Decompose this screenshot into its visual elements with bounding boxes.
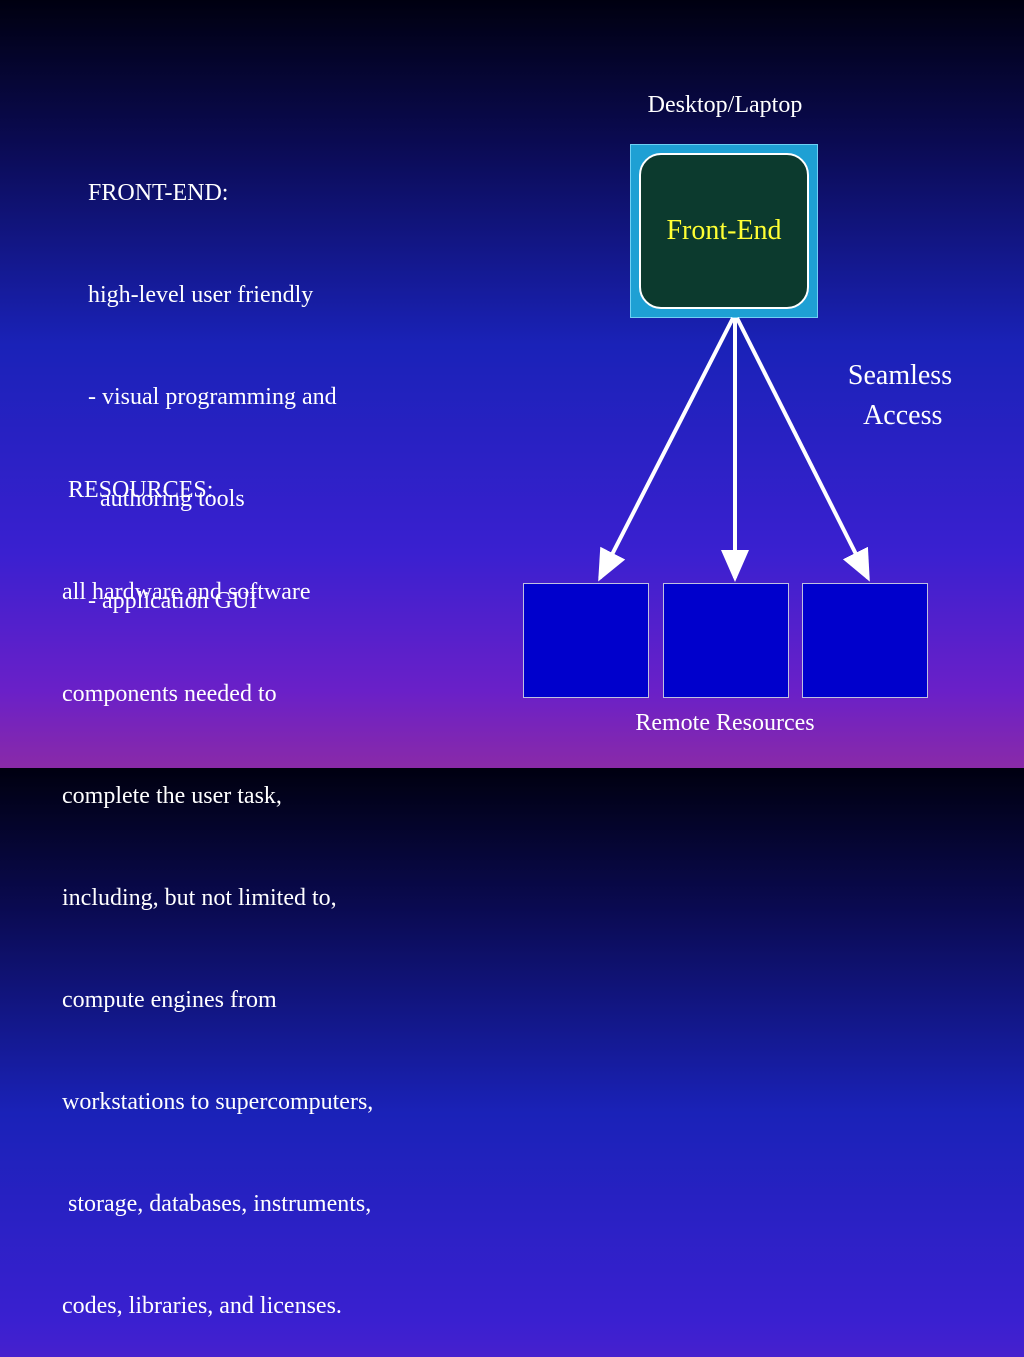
arrow-left <box>598 317 735 582</box>
resources-line: compute engines from <box>62 987 277 1013</box>
desktop-laptop-frame: Front-End <box>630 144 818 318</box>
remote-resource-box <box>802 583 928 698</box>
resources-line: storage, databases, instruments, <box>62 1191 372 1217</box>
resources-line: workstations to supercomputers, <box>62 1089 374 1115</box>
front-end-box: Front-End <box>639 153 809 309</box>
resources-line: including, but not limited to, <box>62 885 337 911</box>
remote-resource-box <box>663 583 789 698</box>
resources-line: components needed to <box>62 681 277 707</box>
front-end-line: - application GUI <box>88 588 258 614</box>
resources-line: complete the user task, <box>62 783 282 809</box>
device-label: Desktop/Laptop <box>647 92 803 118</box>
access-arrows <box>598 317 870 582</box>
resources-line: all hardware and software <box>62 579 311 605</box>
seamless-access-label: Seamless Access <box>847 360 953 431</box>
front-end-label: Front-End <box>666 215 782 246</box>
front-end-line: - visual programming and <box>88 384 337 410</box>
remote-resource-box <box>523 583 649 698</box>
arrow-right <box>735 317 870 582</box>
resources-line: codes, libraries, and licenses. <box>62 1293 342 1319</box>
resources-line: RESOURCES: <box>62 477 214 503</box>
front-end-line: high-level user friendly <box>88 282 314 308</box>
front-end-line: authoring tools <box>88 486 245 512</box>
front-end-line: FRONT-END: <box>88 180 229 206</box>
front-end-description: FRONT-END: high-level user friendly - vi… <box>88 108 337 652</box>
remote-resources-label: Remote Resources <box>635 710 815 736</box>
